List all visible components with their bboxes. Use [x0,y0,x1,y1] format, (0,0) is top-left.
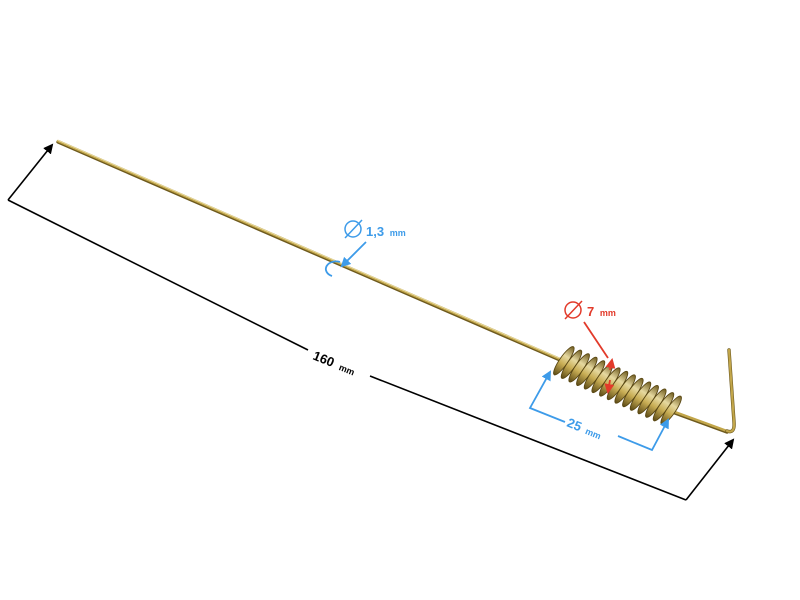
length-line-right [369,375,687,501]
total-length-dimension: 160 mm [7,143,735,501]
wire-diameter-dimension: 1,3 mm [324,219,406,277]
wire-tail [673,410,729,433]
spring-length-line-left [528,370,566,423]
spring-length-unit: mm [584,426,603,441]
spring-length-line-right [617,418,669,452]
spring-length-value: 25 [565,415,584,434]
spring-diameter-label: 7 mm [587,304,616,319]
spring-length-label: 25 mm [565,415,604,442]
spring-diameter-value: 7 [587,304,594,319]
wire-body [56,139,562,361]
wire-highlight [57,139,561,359]
spring-diameter-arrow-bottom [604,379,615,394]
total-length-unit: mm [338,362,357,377]
length-extension-left [7,143,54,201]
length-line-left [7,199,309,351]
diameter-symbol-icon [564,300,583,320]
total-length-label: 160 mm [311,348,358,379]
wire-diameter-label: 1,3 mm [366,224,406,239]
wire-rod [56,139,736,434]
spring-diameter-dimension: 7 mm [564,300,616,394]
wire-diameter-ring [324,260,341,277]
length-extension-right [685,438,735,501]
wire-diameter-value: 1,3 [366,224,384,239]
wire-diameter-leader [340,241,367,268]
diameter-symbol-icon [344,219,363,239]
spring-diameter-leader [583,321,609,359]
total-length-value: 160 [311,348,337,370]
wire-diameter-unit: mm [390,228,406,238]
wire-hook-body [725,348,736,433]
spring-diameter-unit: mm [600,308,616,318]
spring-diameter-arrow-top [605,358,616,371]
